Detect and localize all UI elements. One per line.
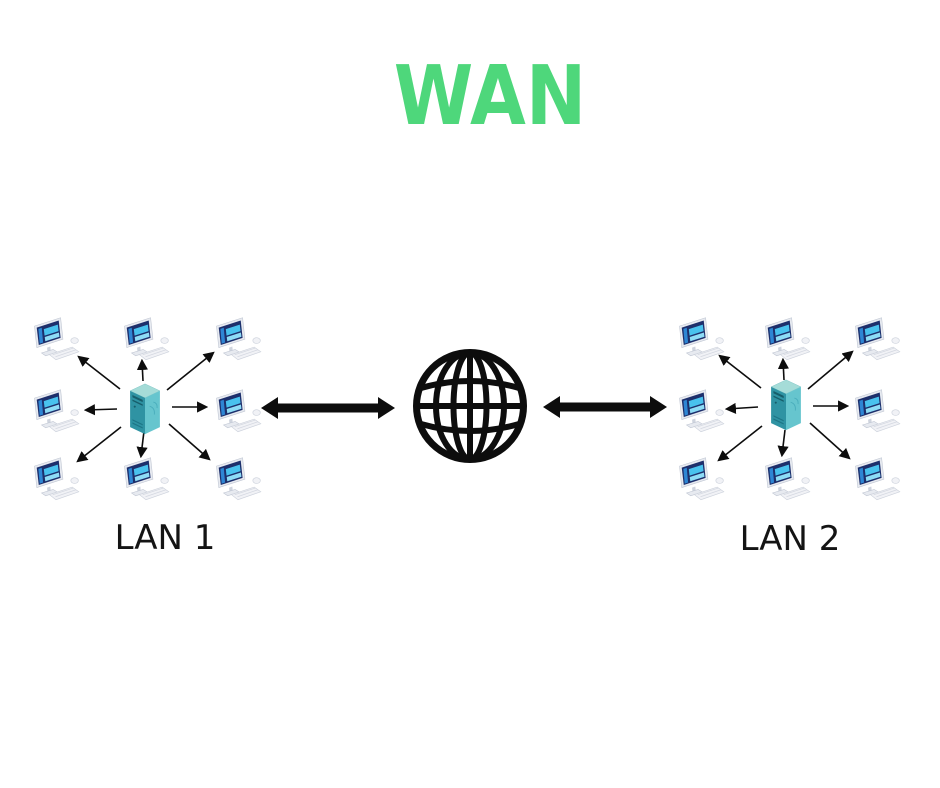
lan1-label: LAN 1 <box>114 518 216 558</box>
lan1-link-arrow <box>83 404 118 416</box>
lan1-link-arrow <box>77 355 121 390</box>
lan1-link-arrow <box>166 351 215 391</box>
lan1-cluster <box>34 317 262 501</box>
desktop-computer-icon <box>124 317 170 361</box>
desktop-computer-icon <box>679 457 725 501</box>
lan1-link-arrow <box>136 430 148 459</box>
wan-link-arrow-left <box>261 397 395 419</box>
desktop-computer-icon <box>679 389 725 433</box>
desktop-computer-icon <box>34 457 80 501</box>
desktop-computer-icon <box>679 317 725 361</box>
lan2-cluster <box>679 317 901 501</box>
lan1-link-arrow <box>76 426 122 463</box>
desktop-computer-icon <box>765 317 811 361</box>
desktop-computer-icon <box>855 317 901 361</box>
desktop-computer-icon <box>216 317 262 361</box>
lan2-link-arrow <box>807 350 854 390</box>
lan2-link-arrow <box>718 354 762 389</box>
desktop-computer-icon <box>855 389 901 433</box>
lan2-link-arrow <box>777 357 790 381</box>
lan2-link-arrow <box>724 402 759 415</box>
desktop-computer-icon <box>216 457 262 501</box>
desktop-computer-icon <box>765 457 811 501</box>
desktop-computer-icon <box>216 389 262 433</box>
lan1-link-arrow <box>136 358 149 382</box>
server-tower-icon <box>770 379 802 431</box>
wan-link-arrow-right <box>543 396 667 418</box>
desktop-computer-icon <box>34 317 80 361</box>
lan1-link-arrow <box>168 423 211 461</box>
desktop-computer-icon <box>124 457 170 501</box>
lan2-link-arrow <box>717 425 763 462</box>
lan2-label: LAN 2 <box>739 519 841 559</box>
lan2-link-arrow <box>809 422 851 460</box>
globe-icon <box>413 349 527 463</box>
page-title: WAN <box>393 49 587 144</box>
server-tower-icon <box>129 383 161 435</box>
lan2-link-arrow <box>777 429 789 458</box>
desktop-computer-icon <box>34 389 80 433</box>
desktop-computer-icon <box>855 457 901 501</box>
